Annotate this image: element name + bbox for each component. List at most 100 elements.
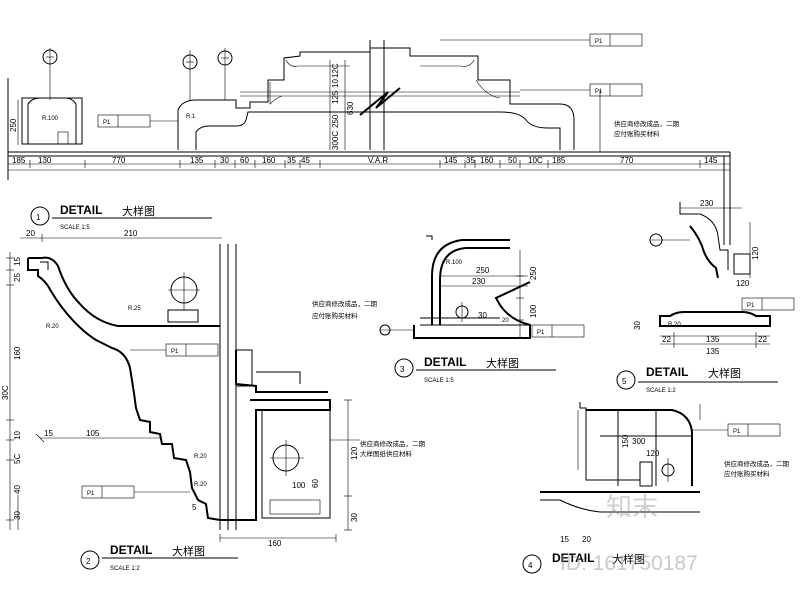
tag-label: P1 (733, 429, 741, 435)
detail-title-cn: 大样图 (172, 544, 205, 558)
tag-label: P1 (171, 349, 179, 355)
detail-title: DETAIL (60, 203, 102, 217)
radius-label: R.20 (668, 322, 681, 328)
dim-label: 10 (13, 431, 22, 440)
detail-scale: SCALE 1:2 (646, 388, 676, 394)
radius-label: R.20 (46, 324, 59, 330)
detail-2-drawing (17, 349, 360, 570)
dim-label: 185 (12, 156, 26, 165)
top-elevation-labels: P1 P1 P1 250 12C 10 125 250 630 300C 185… (9, 39, 718, 165)
note-text: 大样图纸供应材料 (360, 449, 413, 458)
watermark-id: ID: 161750187 (560, 552, 698, 575)
dim-label: 145 (704, 156, 718, 165)
detail-1-labels: 1 DETAIL 大样图 SCALE 1:5 P1 20 210 15 25 1… (1, 203, 179, 440)
dim-label: 20 (26, 229, 35, 238)
dim-label: 160 (268, 539, 282, 548)
note-text: 供应商修改成品，二期 (360, 439, 426, 448)
dim-label: 30 (350, 513, 359, 522)
dim-label: 250 (476, 266, 490, 275)
dim-label: 50 (508, 156, 517, 165)
dim-label: 250 (529, 266, 538, 280)
detail-title-cn: 大样图 (612, 552, 645, 566)
detail-title: DETAIL (424, 355, 466, 369)
detail-number: 4 (528, 561, 533, 570)
dim-label: 230 (472, 277, 486, 286)
dim-label: 100 (292, 481, 306, 490)
detail-title: DETAIL (646, 365, 688, 379)
dim-label: 100 (529, 304, 538, 318)
dim-label: 30C (1, 385, 10, 400)
dim-label: 630 (346, 101, 355, 115)
dim-label: 60 (240, 156, 249, 165)
dim-label: 30 (220, 156, 229, 165)
detail-5-drawing (616, 202, 795, 390)
dim-label: 160 (480, 156, 494, 165)
dim-label: 5 (192, 503, 197, 512)
dim-label: 20 (502, 318, 509, 324)
detail-number-circle (30, 206, 50, 226)
dim-label: 15 (44, 429, 53, 438)
dim-label: 135 (706, 335, 720, 344)
radius-label: R.20 (194, 482, 207, 488)
dim-label: 30 (478, 311, 487, 320)
dim-label: 15 (13, 257, 22, 266)
tag-label: P1 (747, 303, 755, 309)
radius-label: R.100 (42, 116, 59, 122)
dim-label: 770 (620, 156, 634, 165)
detail-scale: SCALE 1:2 (110, 566, 140, 572)
detail-1-drawing (6, 206, 237, 530)
watermark-logo: 知末 (606, 492, 658, 522)
dim-label: 5C (13, 454, 22, 464)
break-line-symbol (359, 87, 401, 116)
dim-label: 145 (444, 156, 458, 165)
tag-label: P1 (103, 120, 111, 126)
dim-label: 250 (9, 118, 18, 132)
dim-label: 160 (262, 156, 276, 165)
dim-label: 30 (13, 511, 22, 520)
dim-label: 30 (633, 321, 642, 330)
dim-label: 130 (38, 156, 52, 165)
note-text: 应付账购买材料 (312, 311, 358, 320)
grid-marker-circle (217, 50, 233, 66)
dim-label: 185 (552, 156, 566, 165)
material-tag (741, 297, 795, 311)
radius-label: R.1 (186, 114, 196, 120)
detail-2-labels: 2 DETAIL 大样图 SCALE 1:2 P1 5C 40 30 5 R.2… (13, 439, 426, 572)
dim-label: 35 (287, 156, 296, 165)
dim-label: 10 (331, 79, 340, 88)
detail-number: 3 (400, 365, 405, 374)
material-tag (531, 324, 585, 338)
detail-title: DETAIL (110, 543, 152, 557)
dim-label: 12C (331, 63, 340, 78)
dim-label: 120 (646, 449, 660, 458)
detail-3-labels: 3 DETAIL 大样图 SCALE 1:5 P1 R.100 250 230 … (312, 260, 545, 384)
detail-4-drawing (522, 402, 781, 574)
dim-label: 135 (190, 156, 204, 165)
grid-marker-circle (42, 49, 58, 65)
dim-label: 160 (13, 346, 22, 360)
detail-number: 2 (86, 557, 91, 566)
dim-label: 150 (621, 434, 630, 448)
top-elevation (7, 33, 731, 245)
detail-title-cn: 大样图 (708, 366, 741, 380)
detail-title: DETAIL (552, 551, 594, 565)
tag-label: P1 (87, 491, 95, 497)
note-text: 应付账购买材料 (614, 129, 660, 138)
radius-label: R.20 (194, 454, 207, 460)
detail-3-drawing (379, 235, 585, 378)
detail-number-circle (522, 554, 542, 574)
dim-label: 105 (86, 429, 100, 438)
watermark: 知末 ID: 161750187 (560, 492, 698, 575)
dim-label: 120 (751, 246, 760, 260)
dim-label: 230 (700, 199, 714, 208)
detail-number-circle (80, 550, 100, 570)
dim-label: 20 (582, 535, 591, 544)
dim-label: 210 (124, 229, 138, 238)
grid-marker-circle (182, 54, 198, 70)
detail-number: 1 (36, 213, 41, 222)
note-text: 应付账购买材料 (724, 469, 770, 478)
dim-label: 120 (736, 279, 750, 288)
dim-label: 25 (13, 273, 22, 282)
detail-4-labels: 4 DETAIL 大样图 P1 150 300 120 15 20 供应商修改成… (528, 429, 790, 570)
